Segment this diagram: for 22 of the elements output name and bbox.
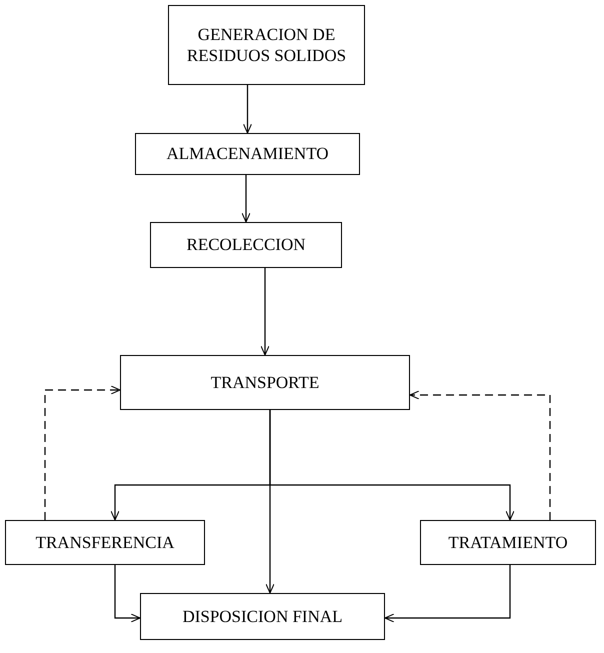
box-label: GENERACION DE RESIDUOS SOLIDOS: [186, 24, 348, 66]
process-box: [120, 355, 410, 410]
process-box: [135, 133, 360, 175]
box-label: ALMACENAMIENTO: [166, 143, 329, 165]
process-box: [5, 520, 205, 565]
process-box: [140, 593, 385, 640]
box-label: TRANSPORTE: [210, 372, 320, 394]
arrow: [260, 268, 270, 356]
process-box: [420, 520, 596, 565]
dashed-arrow: [410, 390, 551, 520]
box-label: TRANSFERENCIA: [36, 532, 174, 554]
box-label: DISPOSICION FINAL: [182, 606, 343, 628]
arrow: [243, 85, 252, 134]
box-label: RECOLECCION: [186, 234, 306, 256]
box-label: TRATAMIENTO: [448, 532, 568, 554]
dashed-arrow: [44, 386, 120, 520]
arrow: [384, 565, 511, 622]
arrow: [269, 410, 514, 520]
arrow: [242, 175, 250, 222]
process-box: [150, 222, 342, 268]
process-box: [168, 5, 365, 85]
arrow: [114, 565, 140, 622]
